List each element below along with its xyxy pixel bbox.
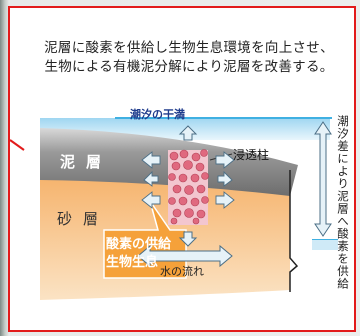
side-arrows xyxy=(141,151,235,209)
water-flow-arrow xyxy=(137,244,233,268)
mud-layer-label: 泥層 xyxy=(60,153,113,171)
headline-line-2: 生物による有機泥分解により泥層を改善する。 xyxy=(44,59,334,75)
tidal-range-arrow xyxy=(314,121,332,237)
water-flow-label: 水の流れ xyxy=(160,265,204,278)
callout-line-2: 生物生息 xyxy=(106,255,159,270)
callout-line-1: 酸素の供給 xyxy=(106,237,172,252)
low-tide-water xyxy=(312,240,338,250)
column-arrows xyxy=(178,125,198,247)
boundary-line xyxy=(289,170,299,292)
tidal-flat-label: 潮汐の干満 xyxy=(130,108,185,121)
frame-pointer xyxy=(9,139,25,151)
column-pebbles xyxy=(168,149,209,225)
callout-text: 酸素の供給 生物生息 xyxy=(106,236,171,272)
tidal-difference-label: 潮汐差により泥層へ酸素を供給 xyxy=(336,115,350,290)
sand-layer-label: 砂層 xyxy=(57,210,110,228)
headline-line-1: 泥層に酸素を供給し生物生息環境を向上させ、 xyxy=(44,40,334,56)
permeation-column-label: 浸透柱 xyxy=(233,148,270,162)
